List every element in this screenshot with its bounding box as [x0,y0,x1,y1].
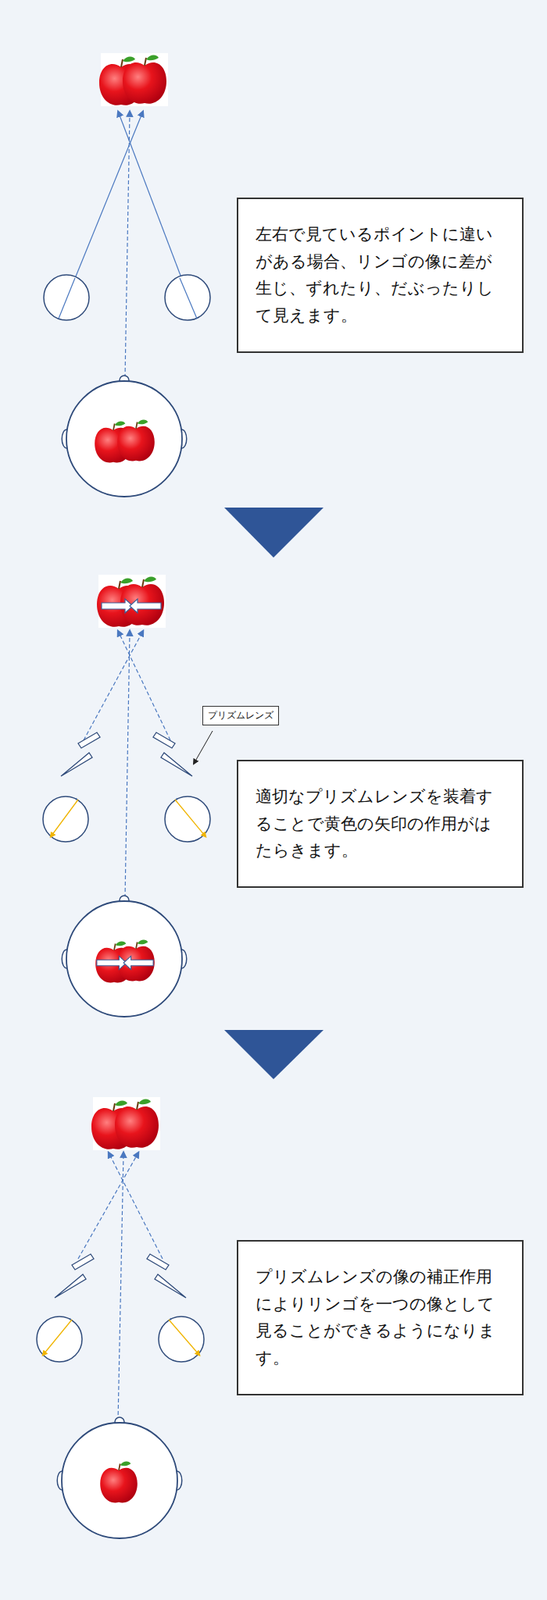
explanation-box: 左右で見ているポイントに違いがある場合、リンゴの像に差が生じ、ずれたり、だぶった… [236,197,524,354]
explanation-box: プリズムレンズの像の補正作用によりリンゴを一つの像として見ることができるようにな… [236,1240,524,1397]
panel-three [36,1097,204,1540]
part-label-box: プリズムレンズ [202,706,279,726]
box-text: プリズムレンズ [207,709,274,723]
explanation-box: 適切なプリズムレンズを装着することで黄色の矢印の作用がはたらきます。 [236,760,524,889]
box-text: 適切なプリズムレンズを装着することで黄色の矢印の作用がはたらきます。 [255,783,505,866]
box-text: プリズムレンズの像の補正作用によりリンゴを一つの像として見ることができるようにな… [255,1264,505,1373]
box-text: 左右で見ているポイントに違いがある場合、リンゴの像に差が生じ、ずれたり、だぶった… [255,221,505,330]
